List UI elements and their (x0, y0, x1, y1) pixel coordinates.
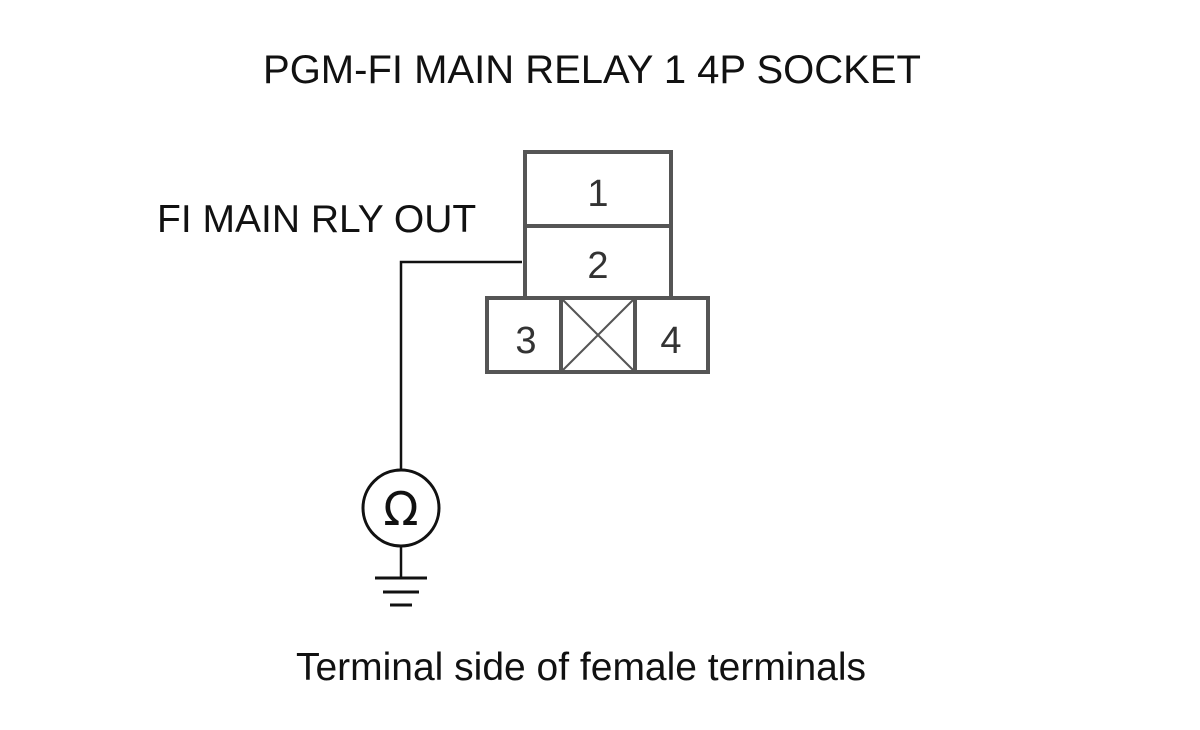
ohm-icon: Ω (383, 482, 418, 536)
wire-label: FI MAIN RLY OUT (157, 198, 476, 241)
ground-icon (375, 576, 427, 607)
test-lead-wire (399, 260, 522, 470)
pin-label-2: 2 (587, 245, 608, 287)
diagram-title: PGM-FI MAIN RELAY 1 4P SOCKET (263, 48, 921, 92)
diagram-caption: Terminal side of female terminals (296, 646, 866, 689)
ohmmeter-symbol: Ω (361, 468, 441, 548)
empty-cavity-mark (562, 299, 634, 371)
connector-socket (485, 150, 710, 374)
pin-label-4: 4 (660, 320, 681, 362)
connector-lower-block (485, 296, 710, 374)
pin-label-3: 3 (515, 320, 536, 362)
pin-label-1: 1 (587, 173, 608, 215)
